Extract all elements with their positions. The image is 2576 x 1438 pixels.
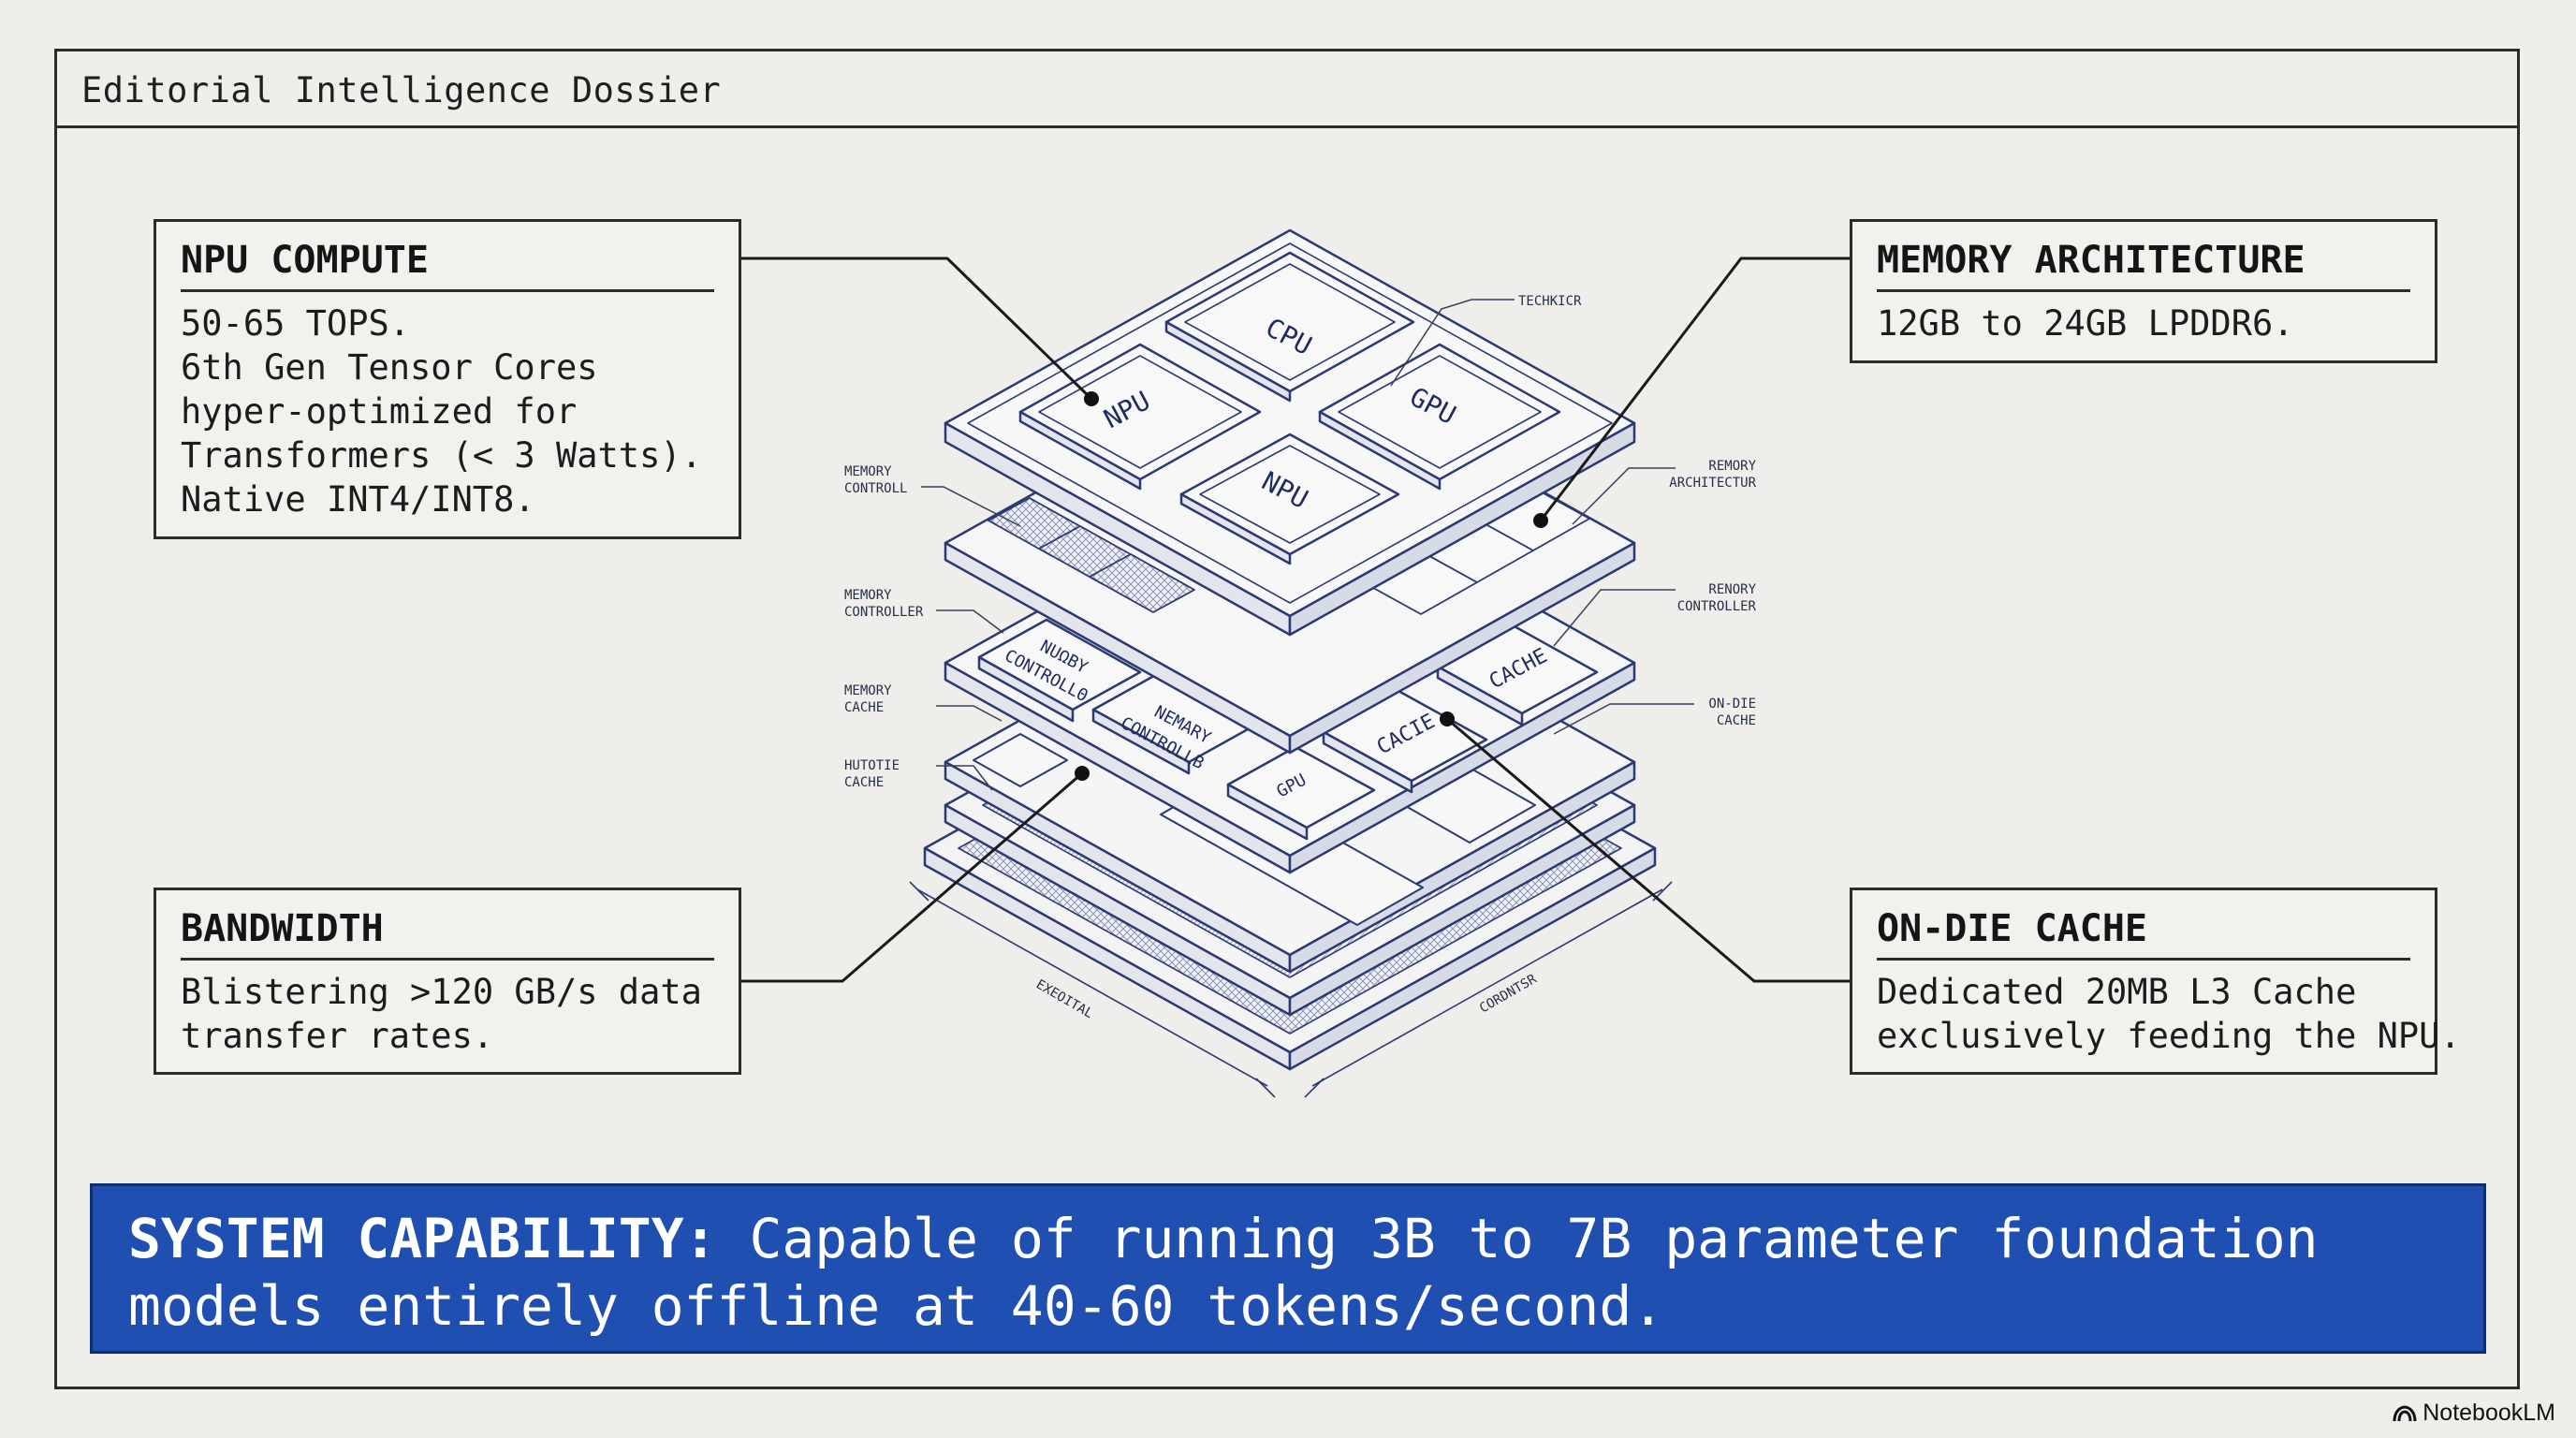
callout-npu-line: 50-65 TOPS. [181, 303, 411, 344]
banner-line-2: models entirely offline at 40-60 tokens/… [128, 1274, 1665, 1338]
banner-label: SYSTEM CAPABILITY: [128, 1207, 717, 1270]
brand-mark: NotebookLM [2393, 1400, 2555, 1427]
callout-bandwidth-title: BANDWIDTH [181, 907, 714, 961]
layer-compute [944, 228, 1636, 637]
header-bar: Editorial Intelligence Dossier [57, 51, 2517, 128]
callout-npu-compute: NPU COMPUTE 50-65 TOPS. 6th Gen Tensor C… [154, 219, 741, 539]
leader-memory [1539, 257, 1852, 521]
leader-bandwidth [741, 771, 1083, 983]
label-remory-architectur-1: REMORY [1708, 459, 1756, 474]
callout-npu-line: hyper-optimized for [181, 391, 578, 432]
callout-memory-title: MEMORY ARCHITECTURE [1877, 239, 2410, 292]
leader-npu [741, 257, 1093, 401]
label-hutotie-cache-1: HUTOTIE [844, 758, 900, 773]
callout-npu-title: NPU COMPUTE [181, 239, 714, 292]
label-memory-cache-1: MEMORY [844, 683, 892, 698]
callout-cache-title: ON-DIE CACHE [1877, 907, 2410, 961]
callout-cache-line: Dedicated 20MB L3 Cache [1877, 972, 2357, 1012]
label-hutotie-cache-2: CACHE [844, 775, 884, 790]
notebooklm-logo-icon [2393, 1404, 2417, 1421]
dossier-frame: Editorial Intelligence Dossier [54, 49, 2520, 1389]
label-on-die-cache-2: CACHE [1717, 713, 1756, 728]
label-on-die-cache-1: ON-DIE [1708, 697, 1756, 712]
callout-bandwidth-line: transfer rates. [181, 1016, 494, 1056]
label-memory-controller-1: MEMORY [844, 588, 892, 603]
label-renory-controller-2: CONTROLLER [1677, 599, 1757, 614]
callout-npu-line: Native INT4/INT8. [181, 479, 535, 520]
callout-bandwidth-line: Blistering >120 GB/s data [181, 972, 702, 1012]
label-remory-architectur-2: ARCHITECTUR [1669, 476, 1756, 491]
leader-cache [1446, 717, 1852, 983]
dimension-lines [909, 881, 1673, 1098]
label-memory-controll-2: CONTROLL [844, 481, 907, 496]
callout-on-die-cache: ON-DIE CACHE Dedicated 20MB L3 Cache exc… [1850, 888, 2461, 1075]
callout-bandwidth: BANDWIDTH Blistering >120 GB/s data tran… [154, 888, 741, 1075]
banner-text-1: Capable of running 3B to 7B parameter fo… [716, 1207, 2319, 1270]
label-techkicr: TECHKICR [1518, 294, 1582, 309]
system-capability-banner: SYSTEM CAPABILITY: Capable of running 3B… [90, 1183, 2486, 1354]
callout-memory-line: 12GB to 24GB LPDDR6. [1877, 303, 2294, 344]
callout-memory-architecture: MEMORY ARCHITECTURE 12GB to 24GB LPDDR6. [1850, 219, 2437, 363]
page-title: Editorial Intelligence Dossier [81, 70, 722, 110]
callout-cache-line: exclusively feeding the NPU. [1877, 1016, 2461, 1056]
label-renory-controller-1: RENORY [1708, 582, 1756, 597]
label-dim-right: CORDNTSR [1477, 972, 1540, 1017]
callout-npu-line: Transformers (< 3 Watts). [181, 435, 702, 476]
callout-npu-line: 6th Gen Tensor Cores [181, 347, 598, 388]
label-memory-controller-2: CONTROLLER [844, 605, 924, 620]
label-memory-cache-2: CACHE [844, 700, 884, 715]
brand-name: NotebookLM [2422, 1400, 2555, 1426]
banner-line-1: SYSTEM CAPABILITY: Capable of running 3B… [128, 1205, 2450, 1272]
label-memory-controll-1: MEMORY [844, 464, 892, 479]
